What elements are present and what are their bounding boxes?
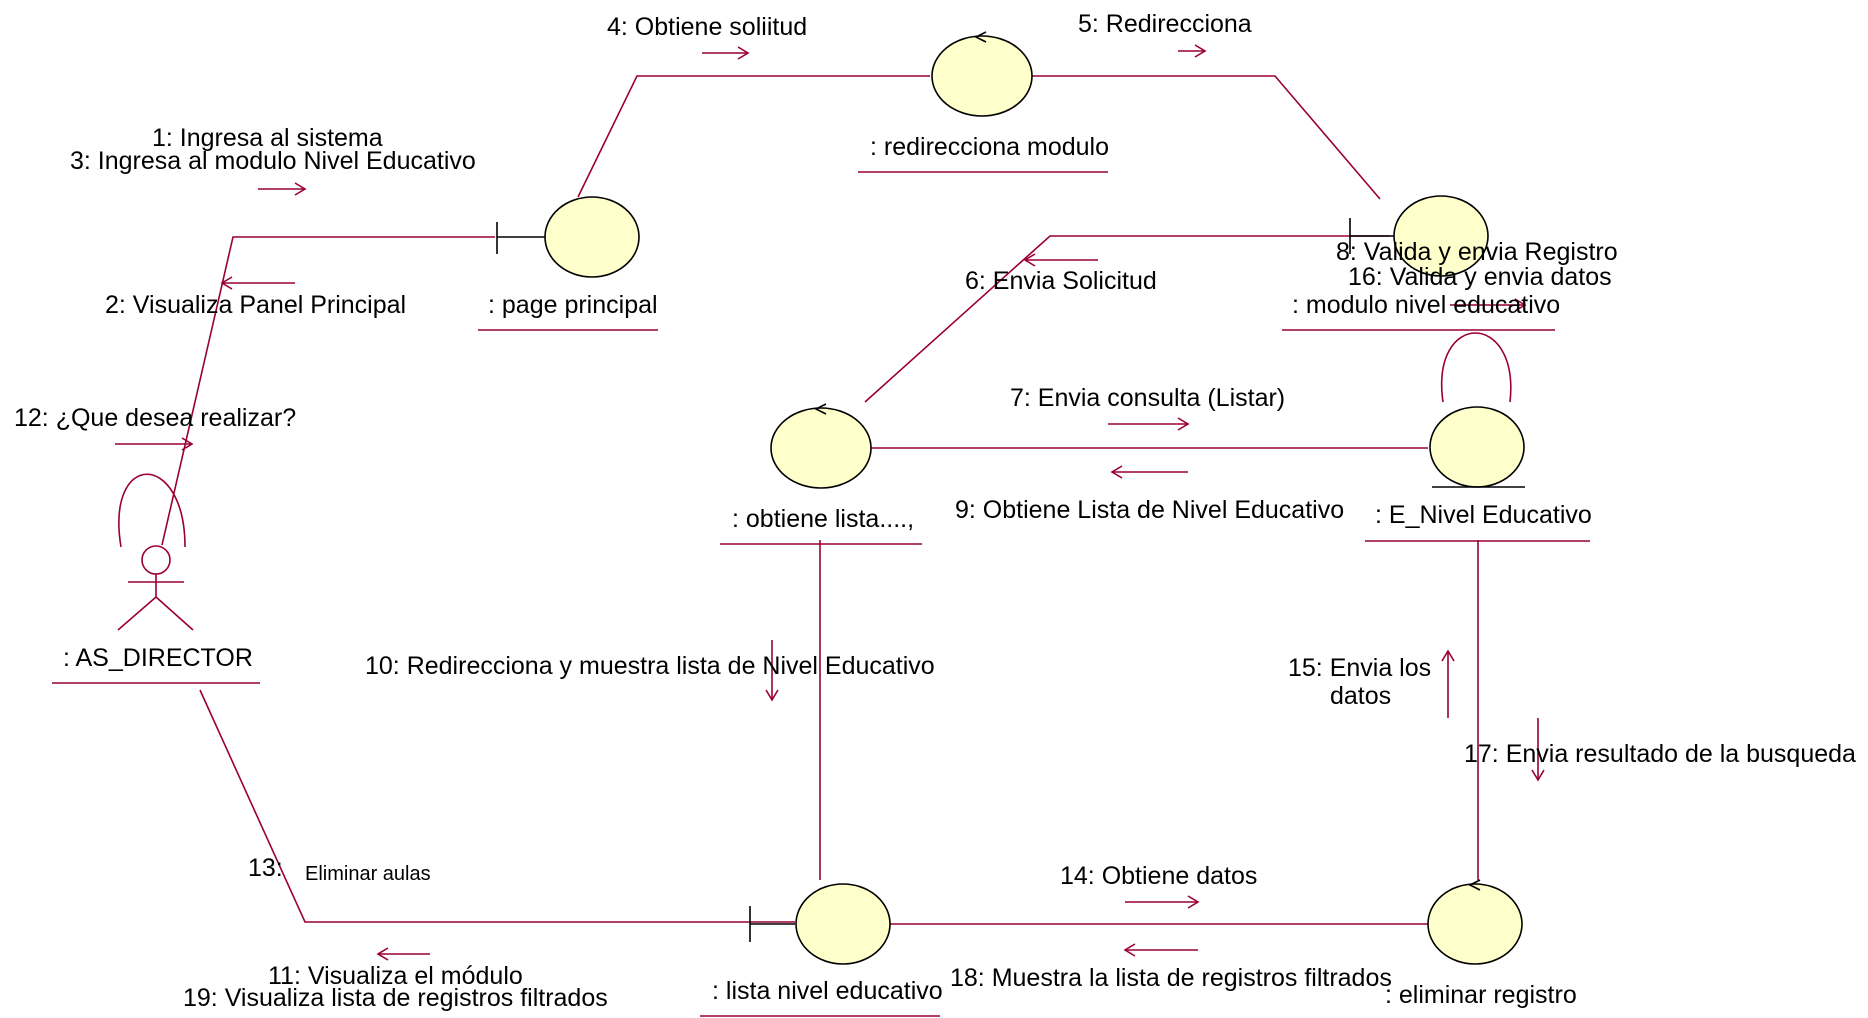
actor-as-director[interactable]: : AS_DIRECTOR	[52, 545, 260, 684]
message-6: 6: Envia Solicitud	[965, 267, 1157, 295]
arrow-m14	[1125, 895, 1200, 909]
message-arrows	[115, 44, 1545, 961]
actor-icon	[117, 545, 194, 631]
entity-icon	[1429, 406, 1525, 488]
actor-name: : AS_DIRECTOR	[63, 644, 253, 672]
arrow-m8-m16	[1450, 298, 1527, 312]
links	[118, 75, 1512, 925]
arrow-m9	[1110, 465, 1188, 479]
arrow-m5	[1178, 44, 1207, 58]
message-5: 5: Redirecciona	[1078, 10, 1252, 38]
object-e-nivel-educativo[interactable]: : E_Nivel Educativo	[1365, 406, 1592, 542]
object-eliminar-registro[interactable]: : eliminar registro	[1385, 879, 1577, 1009]
message-1: 1: Ingresa al sistema	[152, 124, 383, 152]
message-12: 12: ¿Que desea realizar?	[14, 404, 296, 432]
object-label: : redirecciona modulo	[870, 133, 1109, 161]
object-lista-nivel-educativo[interactable]: : lista nivel educativo	[700, 883, 943, 1017]
object-label: : modulo nivel educativo	[1292, 291, 1560, 319]
message-14: 14: Obtiene datos	[1060, 862, 1257, 890]
boundary-icon	[1349, 195, 1489, 277]
control-icon	[1427, 879, 1523, 965]
message-11: 11: Visualiza el módulo	[268, 962, 523, 990]
link-actor-page-principal	[161, 236, 495, 546]
arrow-m18	[1123, 943, 1198, 957]
object-label: : obtiene lista....,	[732, 505, 914, 533]
arrow-m1-m3	[258, 182, 307, 196]
control-icon	[931, 31, 1033, 117]
message-18: 18: Muestra la lista de registros filtra…	[950, 964, 1392, 992]
message-16: 16: Valida y envia datos	[1348, 263, 1612, 291]
object-modulo-nivel-educativo[interactable]: : modulo nivel educativo	[1282, 195, 1560, 331]
message-2: 2: Visualiza Panel Principal	[105, 291, 406, 319]
object-label: : eliminar registro	[1385, 981, 1577, 1009]
message-15-line1: 15: Envia los	[1288, 654, 1431, 682]
message-7: 7: Envia consulta (Listar)	[1010, 384, 1285, 412]
boundary-icon	[496, 196, 640, 278]
object-label: : page principal	[488, 291, 658, 319]
link-page-principal-redirecciona	[577, 75, 930, 198]
message-15-line2: datos	[1330, 682, 1391, 710]
object-label: : lista nivel educativo	[712, 977, 943, 1005]
link-obtiene-lista-modulo	[864, 235, 1390, 403]
self-link-e-nivel	[1440, 332, 1512, 403]
control-icon	[770, 403, 872, 489]
arrow-m4	[702, 46, 750, 60]
object-redirecciona-modulo[interactable]: : redirecciona modulo	[858, 31, 1109, 173]
message-labels: 1: Ingresa al sistema 3: Ingresa al modu…	[14, 10, 1856, 1012]
message-19: 19: Visualiza lista de registros filtrad…	[183, 984, 608, 1012]
message-4: 4: Obtiene soliitud	[607, 13, 807, 41]
message-9: 9: Obtiene Lista de Nivel Educativo	[955, 496, 1344, 524]
object-label: : E_Nivel Educativo	[1375, 501, 1592, 529]
object-obtiene-lista[interactable]: : obtiene lista....,	[720, 403, 922, 545]
arrow-m12	[115, 437, 194, 451]
arrow-m11-m19	[376, 947, 430, 961]
arrow-m7	[1108, 417, 1190, 431]
message-3: 3: Ingresa al modulo Nivel Educativo	[70, 147, 476, 175]
self-link-actor	[118, 473, 186, 548]
message-17: 17: Envia resultado de la busqueda	[1464, 740, 1856, 768]
arrow-m10	[765, 640, 779, 702]
object-page-principal[interactable]: : page principal	[478, 196, 658, 331]
arrow-m2	[220, 276, 295, 290]
arrow-m17	[1531, 718, 1545, 782]
arrow-m15	[1441, 649, 1455, 718]
message-13-text: Eliminar aulas	[305, 863, 431, 885]
message-10: 10: Redirecciona y muestra lista de Nive…	[365, 652, 935, 680]
message-13-number: 13:	[248, 854, 283, 882]
link-actor-lista-nivel	[199, 689, 795, 923]
arrow-m6	[1023, 253, 1098, 267]
link-redirecciona-modulo	[1030, 75, 1381, 200]
boundary-icon	[749, 883, 891, 965]
message-8: 8: Valida y envia Registro	[1336, 238, 1618, 266]
